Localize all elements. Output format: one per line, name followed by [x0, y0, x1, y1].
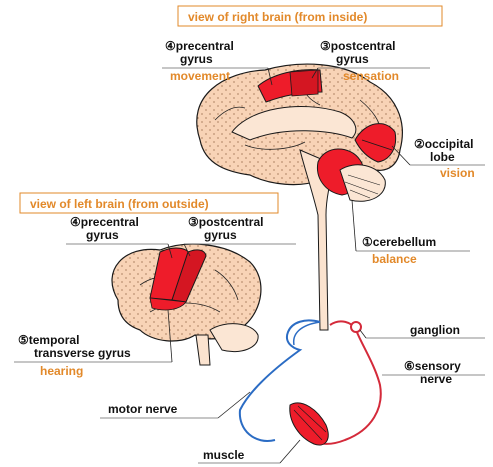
svg-text:②occipital: ②occipital: [414, 137, 473, 151]
svg-text:nerve: nerve: [420, 372, 452, 386]
svg-text:gyrus: gyrus: [180, 52, 213, 66]
svg-text:③postcentral: ③postcentral: [188, 215, 263, 229]
svg-text:vision: vision: [440, 166, 475, 180]
svg-text:view of left brain (from outsi: view of left brain (from outside): [30, 197, 209, 211]
label-muscle: muscle: [198, 440, 300, 463]
svg-text:hearing: hearing: [40, 364, 83, 378]
label-cerebellum: ①cerebellum balance: [352, 200, 470, 266]
svg-text:③postcentral: ③postcentral: [320, 39, 395, 53]
svg-text:①cerebellum: ①cerebellum: [362, 235, 436, 249]
svg-text:view of right brain (from insi: view of right brain (from inside): [188, 10, 367, 24]
svg-text:muscle: muscle: [203, 448, 245, 462]
svg-text:transverse gyrus: transverse gyrus: [34, 346, 131, 360]
muscle-shape: [290, 403, 328, 445]
svg-text:sensation: sensation: [343, 69, 399, 83]
svg-text:gyrus: gyrus: [204, 228, 237, 242]
svg-text:④precentral: ④precentral: [165, 39, 234, 53]
svg-text:④precentral: ④precentral: [70, 215, 139, 229]
nerve-pathway: [240, 320, 381, 445]
label-sensory-nerve: ⑥sensory nerve: [382, 359, 485, 386]
right-brain-title: view of right brain (from inside): [178, 6, 442, 26]
svg-text:gyrus: gyrus: [336, 52, 369, 66]
left-brain-lateral: [112, 244, 261, 365]
right-postcentral-highlight: [290, 70, 318, 96]
svg-text:⑤temporal: ⑤temporal: [18, 333, 79, 347]
svg-text:⑥sensory: ⑥sensory: [404, 359, 461, 373]
svg-text:motor nerve: motor nerve: [108, 402, 178, 416]
label-occipital: ②occipital lobe vision: [392, 137, 485, 180]
svg-text:movement: movement: [170, 69, 230, 83]
ganglion-node: [351, 322, 361, 332]
left-brain-title: view of left brain (from outside): [20, 193, 278, 213]
svg-text:ganglion: ganglion: [410, 323, 460, 337]
svg-text:lobe: lobe: [430, 150, 455, 164]
svg-text:gyrus: gyrus: [86, 228, 119, 242]
label-ganglion: ganglion: [360, 323, 485, 338]
label-motor-nerve: motor nerve: [100, 392, 250, 418]
svg-text:balance: balance: [372, 252, 417, 266]
